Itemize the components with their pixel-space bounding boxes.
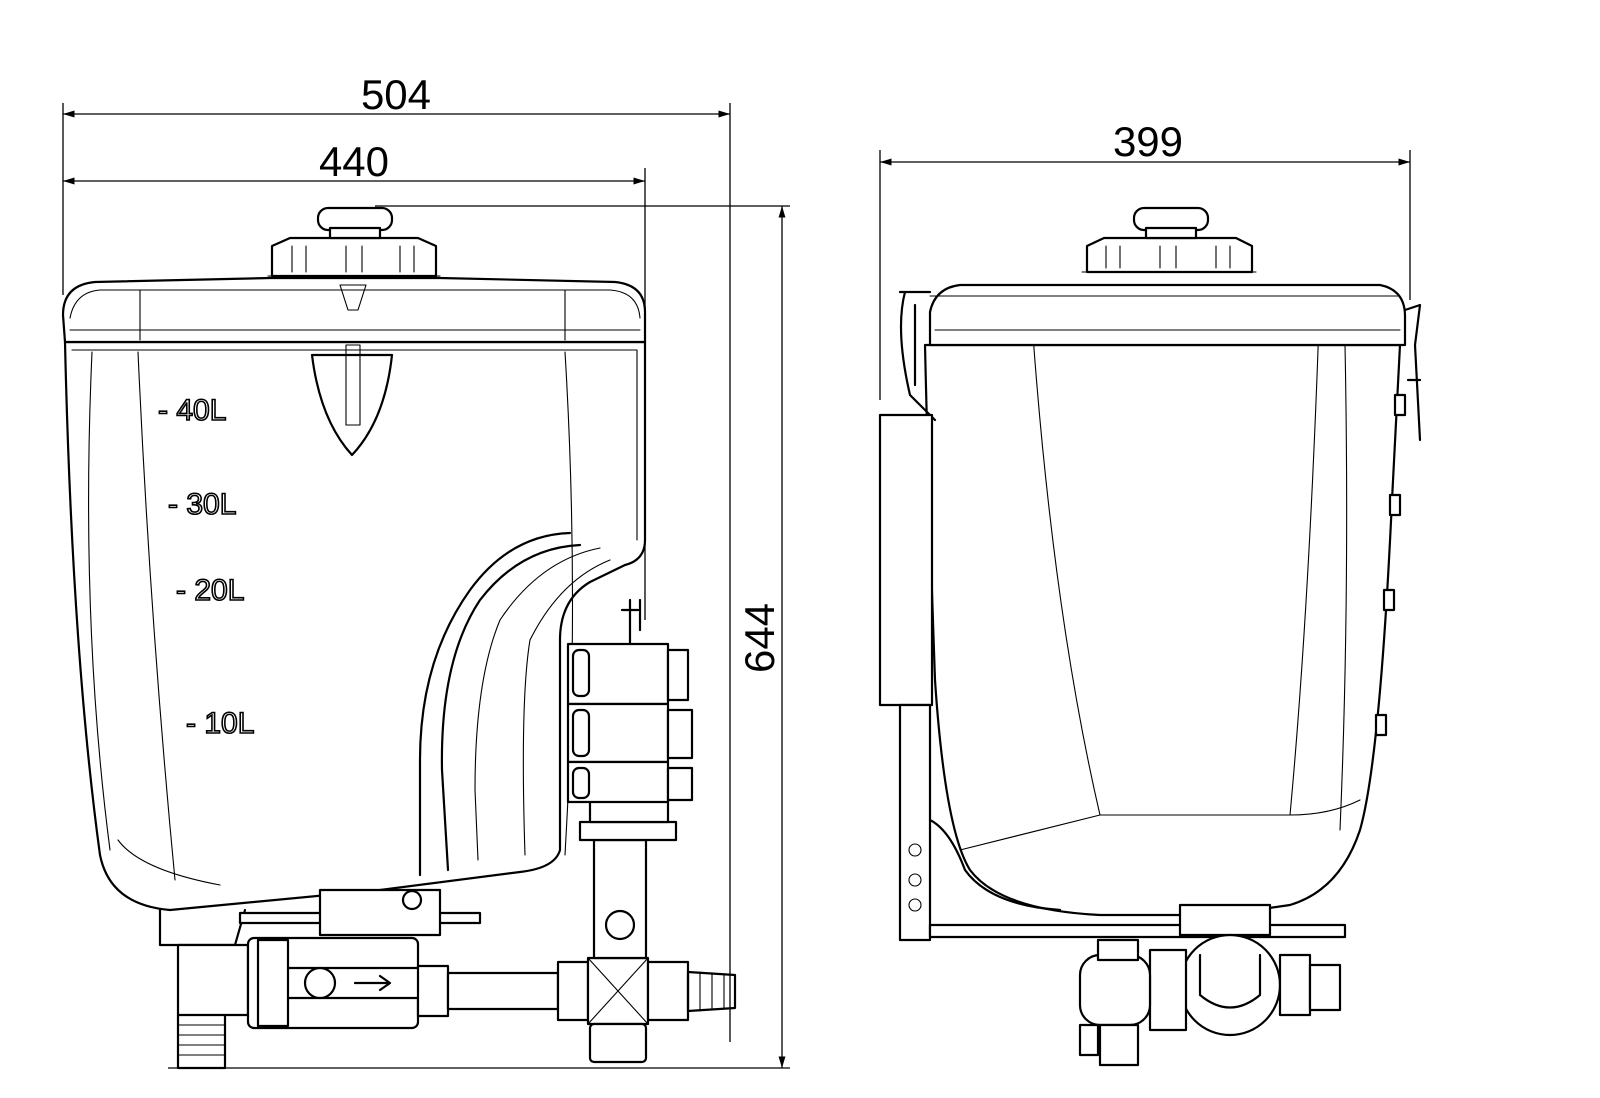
side-tank-lid [928, 283, 1407, 347]
side-channel [418, 531, 582, 877]
side-tank-cap [1085, 236, 1254, 274]
dimension-labels: 504 440 399 644 [319, 71, 1183, 673]
dimension-644: 644 [736, 603, 783, 673]
pilot-valves [566, 598, 694, 804]
dimension-399: 399 [1113, 118, 1183, 165]
volume-mark-30l: - 30L [168, 488, 236, 521]
side-valve-body [1178, 933, 1282, 1037]
volume-mark-40l: - 40L [158, 394, 226, 427]
volume-mark-10l: - 10L [186, 707, 254, 740]
side-tank-body [923, 343, 1402, 917]
tank-cap [270, 236, 438, 278]
dimension-504: 504 [361, 71, 431, 118]
level-sight [310, 353, 394, 457]
dimension-lines [62, 103, 1411, 1069]
side-view [878, 206, 1422, 1067]
wall-bracket [898, 290, 937, 422]
tank-body [63, 340, 647, 912]
front-view: - 40L - 30L - 20L - 10L [61, 206, 737, 1070]
volume-mark-20l: - 20L [176, 574, 244, 607]
dimension-440: 440 [319, 138, 389, 185]
